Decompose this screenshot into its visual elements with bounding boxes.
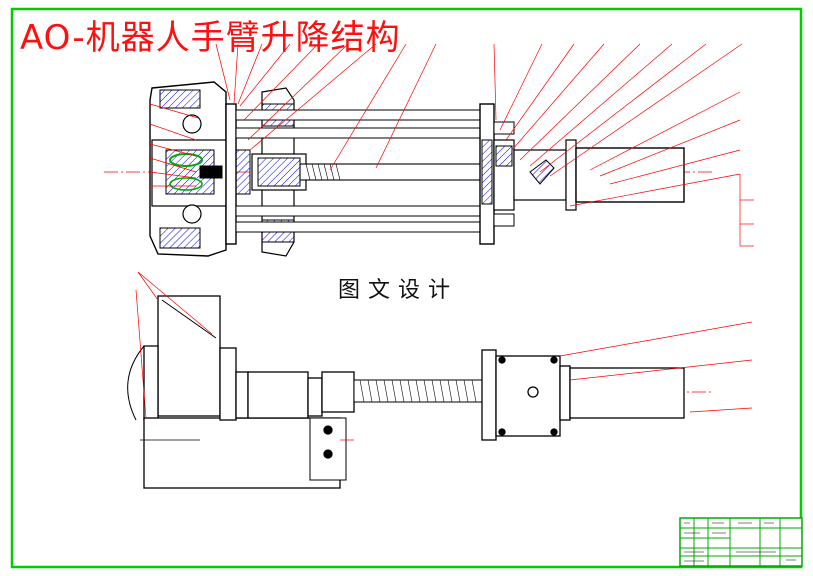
motor-right-top (569, 367, 685, 419)
green-seal (169, 153, 203, 167)
title-block (679, 517, 803, 567)
guide-rod-lower (235, 205, 485, 217)
stepper-motor (575, 147, 685, 203)
motor-flange (225, 103, 237, 245)
guide-rod-upper (235, 109, 485, 121)
lead-screw (299, 163, 489, 181)
watermark-text: 图文设计 (338, 278, 459, 303)
drawing-border (10, 7, 803, 569)
leader-lines-top (135, 271, 753, 441)
motor-body-top (157, 295, 221, 417)
front-section-view (104, 81, 715, 257)
drawing-title: AO-机器人手臂升降结构 (20, 18, 401, 58)
top-view (127, 295, 712, 489)
right-plate-top (481, 349, 497, 441)
leader-lines-front (149, 43, 754, 247)
